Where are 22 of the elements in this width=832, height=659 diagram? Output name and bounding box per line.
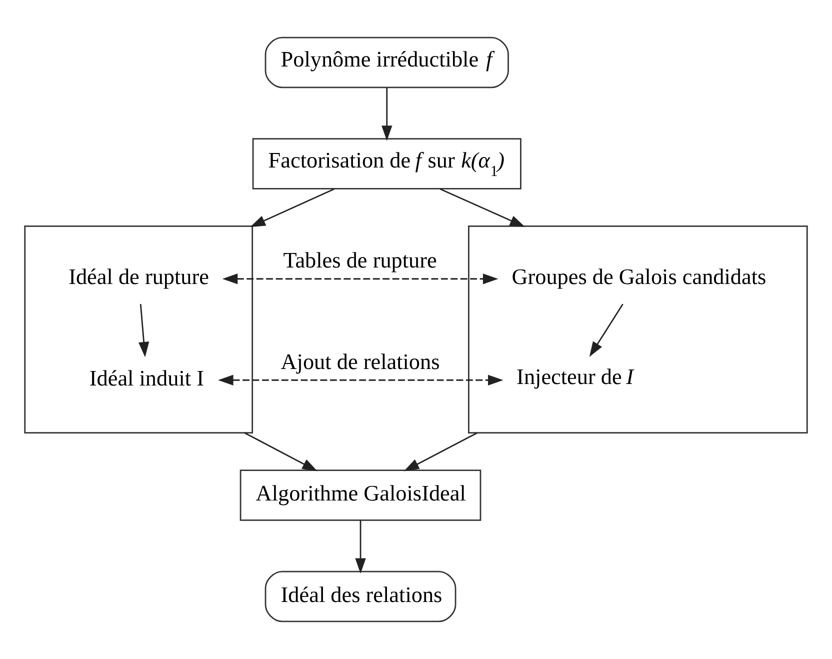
cluster (468, 225, 808, 434)
arrow (382, 88, 392, 141)
node-text: Idéal de rupture (68, 264, 210, 290)
arrow (404, 432, 478, 472)
node-box: Algorithme GaloisIdeal (240, 470, 482, 521)
edge-label: Tables de rupture (283, 248, 437, 273)
edge-label: Ajout de relations (280, 348, 440, 374)
arrow (244, 432, 318, 472)
node-text: Idéal induit I (89, 365, 204, 390)
arrow (138, 304, 150, 358)
arrow (222, 274, 498, 284)
cluster (24, 225, 254, 434)
arrow (440, 188, 526, 228)
node-box: Polynôme irréductible f (264, 36, 509, 88)
node-box: Factorisation de f sur k(α$_{1}$) (252, 138, 522, 190)
node-text: Injecteur de I (516, 364, 634, 390)
arrow (355, 520, 366, 574)
node-box: Idéal des relations (264, 570, 456, 622)
arrow (218, 374, 504, 386)
arrow (250, 188, 335, 228)
arrow (589, 304, 624, 357)
node-text: Groupes de Galois candidats (512, 264, 766, 290)
